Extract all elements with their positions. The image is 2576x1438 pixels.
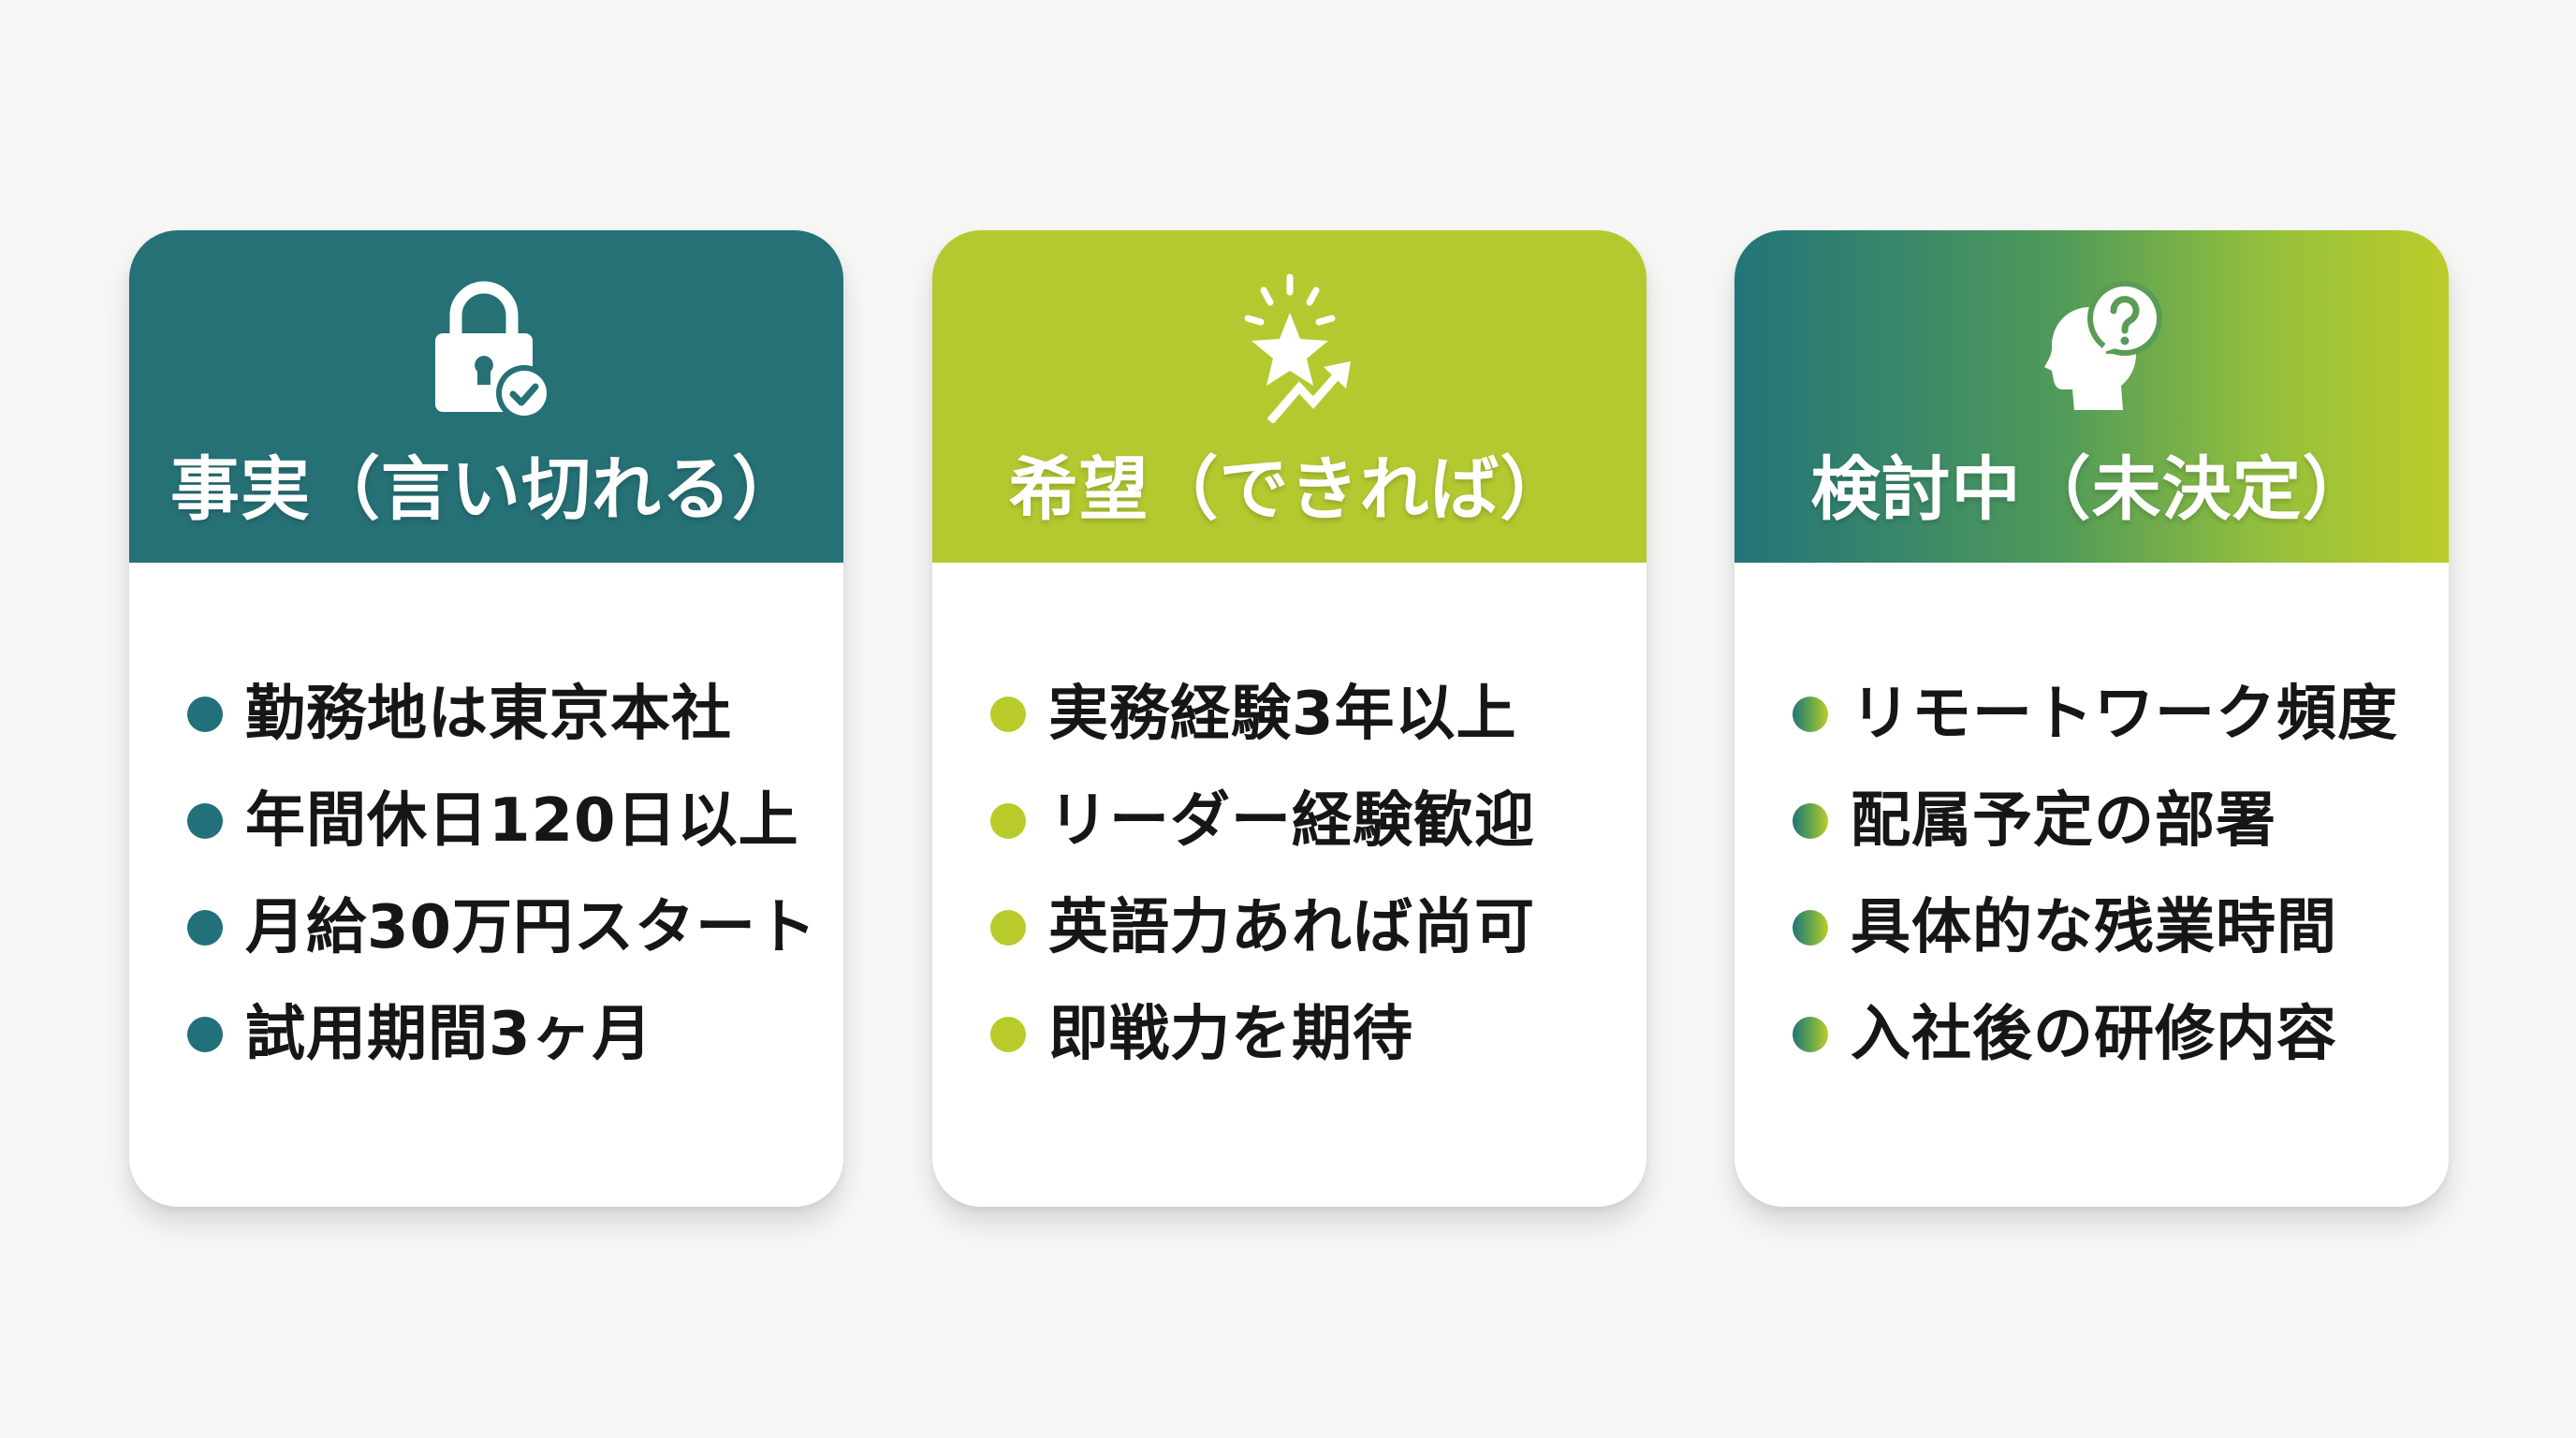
card-header-wishes: 希望（できれば）	[932, 230, 1647, 563]
star-trend-icon	[1210, 264, 1369, 423]
bullet-dot-icon	[1793, 803, 1828, 839]
list-item: 入社後の研修内容	[1793, 981, 2398, 1088]
list-item-text: 具体的な残業時間	[1851, 893, 2337, 962]
bullet-dot-icon	[990, 697, 1026, 732]
bullet-dot-icon	[1793, 910, 1828, 946]
wishes-list: 実務経験3年以上 リーダー経験歓迎 英語力あれば尚可 即戦力を期待	[990, 661, 1535, 1088]
bullet-dot-icon	[1793, 697, 1828, 732]
list-item-text: リモートワーク頻度	[1851, 680, 2398, 749]
card-title: 事実（言い切れる）	[170, 449, 802, 530]
card-header-undecided: 検討中（未決定）	[1734, 230, 2449, 563]
list-item-text: リーダー経験歓迎	[1048, 786, 1535, 856]
bullet-dot-icon	[187, 910, 223, 946]
list-item-text: 配属予定の部署	[1851, 786, 2276, 856]
head-question-icon	[2012, 264, 2172, 423]
list-item: 勤務地は東京本社	[187, 661, 817, 768]
bullet-dot-icon	[187, 1017, 223, 1052]
card-wishes: 希望（できれば） 実務経験3年以上 リーダー経験歓迎 英語力あれば尚可 即戦力を…	[932, 230, 1647, 1207]
bullet-dot-icon	[990, 803, 1026, 839]
list-item: 英語力あれば尚可	[990, 874, 1535, 981]
list-item: 具体的な残業時間	[1793, 874, 2398, 981]
facts-list: 勤務地は東京本社 年間休日120日以上 月給30万円スタート 試用期間3ヶ月	[187, 661, 817, 1088]
list-item-text: 勤務地は東京本社	[245, 680, 732, 749]
card-title: 希望（できれば）	[1008, 449, 1571, 530]
undecided-list: リモートワーク頻度 配属予定の部署 具体的な残業時間 入社後の研修内容	[1793, 661, 2398, 1088]
list-item-text: 実務経験3年以上	[1048, 680, 1517, 749]
list-item: 試用期間3ヶ月	[187, 981, 817, 1088]
list-item: リーダー経験歓迎	[990, 768, 1535, 874]
list-item-text: 即戦力を期待	[1048, 1000, 1413, 1069]
list-item-text: 年間休日120日以上	[245, 786, 799, 856]
bullet-dot-icon	[1793, 1017, 1828, 1052]
list-item-text: 英語力あれば尚可	[1048, 893, 1535, 962]
card-header-facts: 事実（言い切れる）	[129, 230, 843, 563]
card-facts: 事実（言い切れる） 勤務地は東京本社 年間休日120日以上 月給30万円スタート…	[129, 230, 843, 1207]
list-item: 年間休日120日以上	[187, 768, 817, 874]
list-item: 実務経験3年以上	[990, 661, 1535, 768]
bullet-dot-icon	[187, 697, 223, 732]
bullet-dot-icon	[990, 910, 1026, 946]
list-item: リモートワーク頻度	[1793, 661, 2398, 768]
card-title: 検討中（未決定）	[1810, 449, 2373, 530]
list-item: 配属予定の部署	[1793, 768, 2398, 874]
list-item-text: 月給30万円スタート	[245, 893, 818, 962]
card-undecided: 検討中（未決定） リモートワーク頻度 配属予定の部署 具体的な残業時間 入社後の…	[1734, 230, 2449, 1207]
list-item-text: 入社後の研修内容	[1851, 1000, 2337, 1069]
list-item: 月給30万円スタート	[187, 874, 817, 981]
list-item-text: 試用期間3ヶ月	[245, 1000, 653, 1069]
lock-check-icon	[407, 264, 566, 423]
list-item: 即戦力を期待	[990, 981, 1535, 1088]
bullet-dot-icon	[187, 803, 223, 839]
bullet-dot-icon	[990, 1017, 1026, 1052]
